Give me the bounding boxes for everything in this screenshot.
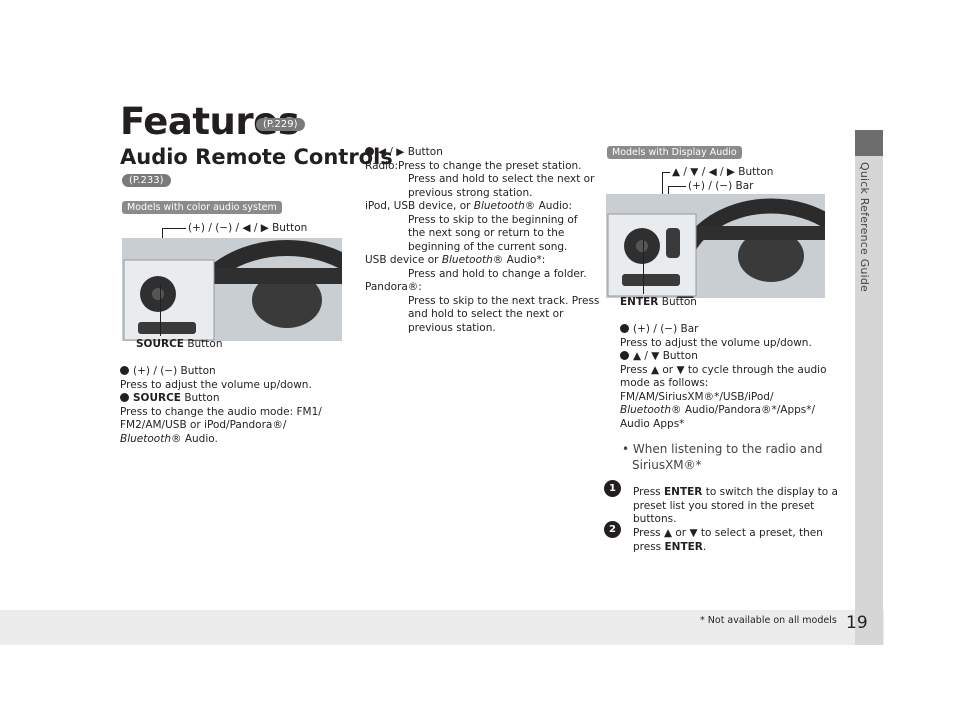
sub-heading-radio: • When listening to the radio and Sirius…	[622, 442, 823, 472]
bullet-icon	[120, 393, 129, 402]
sidebar-band	[855, 130, 883, 610]
step-1-icon: 1	[604, 480, 621, 497]
page-number: 19	[846, 613, 868, 633]
middle-column-text: ◀ / ▶ Button Radio:Press to change the p…	[365, 146, 600, 334]
callout-volume-bar-label: (+) / (−) Bar	[688, 180, 754, 192]
sidebar-tab[interactable]	[855, 130, 883, 156]
model-badge-color-audio: Models with color audio system	[122, 201, 282, 214]
callout-top-label: (+) / (−) / ◀ / ▶ Button	[188, 222, 308, 234]
sidebar-label: Quick Reference Guide	[858, 162, 871, 292]
enter-callout-label: ENTER Button	[620, 296, 697, 308]
display-audio-wheel-photo	[606, 194, 825, 298]
section-ref-link[interactable]: (P.233)	[122, 174, 171, 187]
source-callout-label: SOURCE Button	[136, 338, 223, 350]
page-ref-link[interactable]: (P.229)	[256, 118, 305, 131]
steering-wheel-photo	[122, 238, 342, 341]
footer-band	[0, 610, 884, 645]
left-bullet-volume: (+) / (−) Button Press to adjust the vol…	[120, 365, 322, 445]
callout-arrows-label: ▲ / ▼ / ◀ / ▶ Button	[672, 166, 774, 178]
step-1-text: Press ENTER to switch the display to a p…	[633, 486, 838, 525]
section-title: Audio Remote Controls	[120, 145, 393, 169]
bullet-icon	[620, 351, 629, 360]
footer-side-bar	[855, 610, 883, 645]
step-2-icon: 2	[604, 521, 621, 538]
display-audio-wheel-illustration	[606, 194, 825, 298]
bullet-icon	[620, 324, 629, 333]
step-2-text: Press ▲ or ▼ to select a preset, then pr…	[633, 527, 823, 553]
callout-line	[162, 228, 186, 229]
callout-line	[160, 284, 161, 336]
callout-line	[668, 186, 686, 187]
callout-line	[643, 240, 644, 294]
footnote: * Not available on all models	[700, 615, 837, 626]
steering-wheel-illustration	[122, 238, 342, 341]
callout-line	[662, 172, 670, 173]
bullet-icon	[120, 366, 129, 375]
model-badge-display-audio: Models with Display Audio	[607, 146, 742, 159]
right-bullets: (+) / (−) Bar Press to adjust the volume…	[620, 323, 827, 430]
bullet-icon	[365, 147, 374, 156]
